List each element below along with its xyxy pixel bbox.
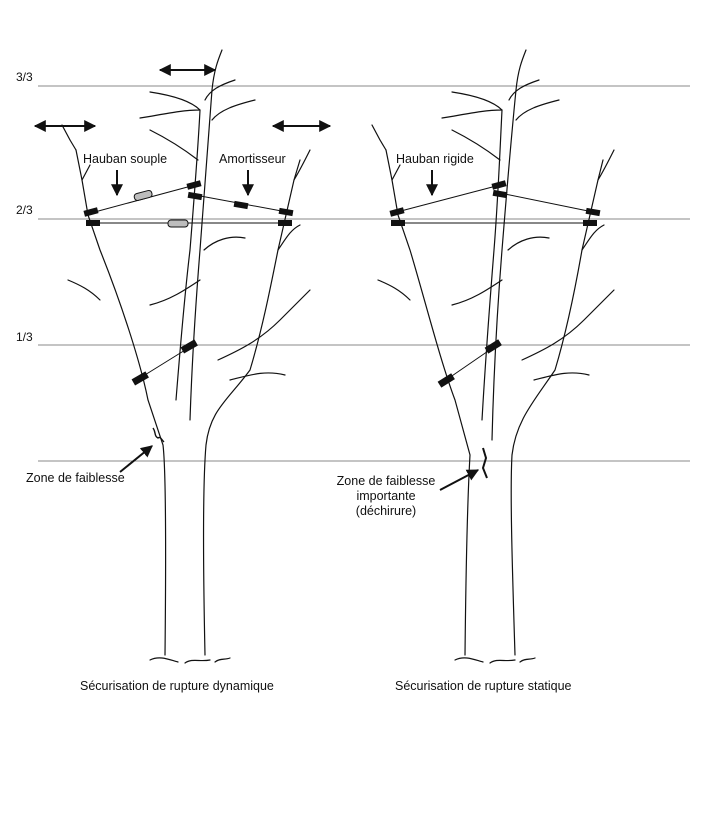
- right-tree-cables: [396, 184, 594, 381]
- height-guide-lines: [38, 85, 690, 462]
- rigid-cable-label: Hauban rigide: [396, 152, 474, 166]
- right-weak-zone-pointer: [439, 469, 480, 491]
- left-weak-zone-crack: [152, 427, 165, 443]
- anchor-block: [180, 339, 198, 354]
- left-tree-flexible-sleeves: [133, 189, 189, 228]
- right-weak-zone-tear: [481, 447, 488, 479]
- right-tree-anchors: [389, 180, 601, 388]
- anchor-block: [492, 189, 508, 199]
- right-weak-zone-label: Zone de faiblesse importante (déchirure): [330, 474, 442, 519]
- right-weak-zone-line-3: (déchirure): [355, 504, 417, 518]
- flexible-sleeve: [167, 219, 189, 228]
- left-tree: [61, 49, 311, 664]
- right-tree-caption: Sécurisation de rupture statique: [395, 679, 572, 693]
- left-tree-caption: Sécurisation de rupture dynamique: [80, 679, 274, 693]
- anchor-block: [278, 220, 292, 226]
- damper-label: Amortisseur: [219, 152, 286, 166]
- level-label-1-3: 1/3: [16, 330, 33, 344]
- left-tree-arrows: [33, 64, 332, 473]
- anchor-block: [389, 207, 405, 217]
- anchor-block: [186, 180, 202, 190]
- left-tree-anchors: [83, 180, 294, 386]
- anchor-block: [585, 207, 601, 217]
- right-weak-zone-line-2: importante: [356, 489, 416, 503]
- anchor-block: [391, 220, 405, 226]
- right-tree-arrows: [426, 170, 480, 491]
- level-label-2-3: 2/3: [16, 203, 33, 217]
- right-tree: [371, 49, 615, 664]
- anchor-block: [131, 371, 149, 386]
- anchor-block: [491, 180, 507, 190]
- weak-zone-label: Zone de faiblesse: [26, 471, 125, 485]
- anchor-block: [437, 373, 455, 388]
- level-label-3-3: 3/3: [16, 70, 33, 84]
- right-weak-zone-line-1: Zone de faiblesse: [336, 474, 436, 488]
- anchor-block: [583, 220, 597, 226]
- anchor-block: [484, 339, 502, 354]
- flexible-cable-label: Hauban souple: [83, 152, 168, 166]
- flexible-sleeve: [133, 189, 153, 202]
- damper-block: [233, 200, 249, 210]
- anchor-block: [187, 191, 203, 201]
- anchor-block: [86, 220, 100, 226]
- anchor-block: [83, 207, 99, 217]
- anchor-block: [278, 207, 294, 217]
- weak-zone-pointer: [119, 445, 153, 473]
